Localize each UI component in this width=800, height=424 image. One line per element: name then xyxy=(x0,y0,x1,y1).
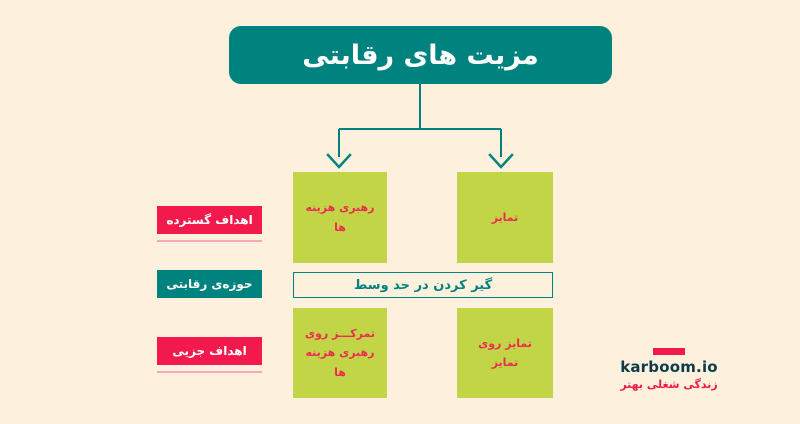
row-label-broad-goals-underline xyxy=(157,240,262,242)
page-title: مزیت های رقابتی xyxy=(302,39,539,71)
strategy-box-differentiation-focus-label: تمایز روی تمایز xyxy=(478,336,532,369)
row-label-narrow-goals: اهداف جزیی xyxy=(157,337,262,365)
brand-logo: karboom.io زندگی شغلی بهتر xyxy=(594,348,744,396)
row-label-narrow-goals-text: اهداف جزیی xyxy=(172,344,247,358)
connector-lines xyxy=(326,84,514,169)
strategy-box-cost-focus-line2: رهبری هزینه ها xyxy=(305,346,375,379)
logo-dash-icon xyxy=(653,348,685,355)
arrow-down-icon xyxy=(326,153,352,169)
row-label-broad-goals-text: اهداف گسترده xyxy=(166,213,253,227)
diagram-title-banner: مزیت های رقابتی xyxy=(229,26,612,84)
strategy-box-differentiation-focus: تمایز روی تمایز xyxy=(457,308,553,398)
row-label-competitive-scope-text: حوزه‌ی رقابتی xyxy=(166,277,253,291)
strategy-box-cost-focus-label: تمرکـــز روی رهبری هزینه ها xyxy=(299,324,381,382)
strategy-box-cost-leadership-label: رهبری هزینه ها xyxy=(305,201,375,234)
strategy-box-cost-focus-line1: تمرکـــز روی xyxy=(305,327,375,341)
stuck-in-the-middle-label: گیر کردن در حد وسط xyxy=(353,277,493,293)
logo-name: karboom.io xyxy=(620,358,718,376)
row-label-narrow-goals-underline xyxy=(157,371,262,373)
stuck-in-the-middle-bar: گیر کردن در حد وسط xyxy=(293,272,553,298)
row-label-broad-goals: اهداف گسترده xyxy=(157,206,262,234)
strategy-box-differentiation: تمایز xyxy=(457,172,553,263)
row-label-competitive-scope: حوزه‌ی رقابتی xyxy=(157,270,262,298)
strategy-box-cost-leadership: رهبری هزینه ها xyxy=(293,172,387,263)
arrow-down-icon xyxy=(488,153,514,169)
logo-tagline: زندگی شغلی بهتر xyxy=(620,377,718,391)
strategy-box-differentiation-label: تمایز xyxy=(491,210,519,224)
strategy-box-cost-focus: تمرکـــز روی رهبری هزینه ها xyxy=(293,308,387,398)
